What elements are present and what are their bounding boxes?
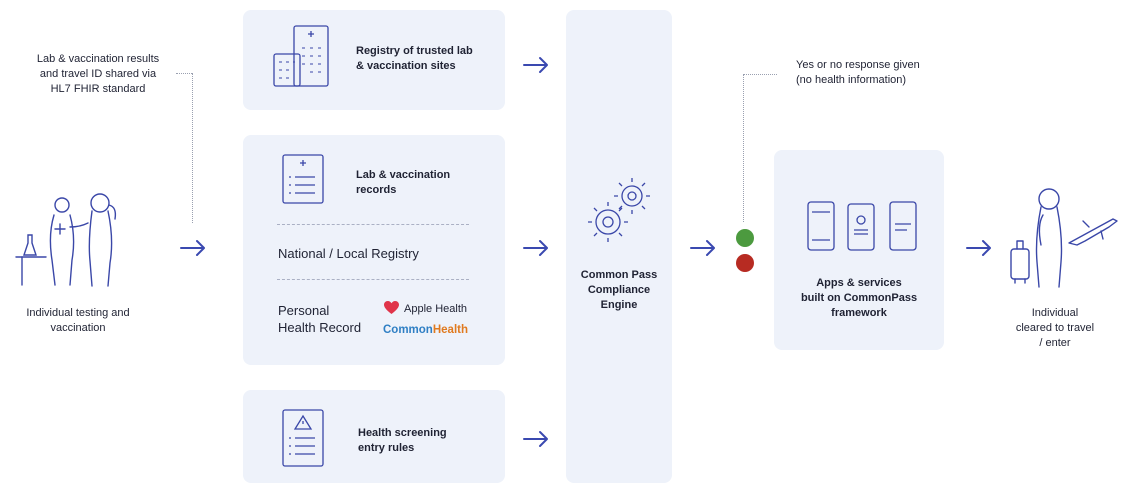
buildings-icon — [273, 25, 329, 87]
response-label: Yes or no response given (no health info… — [796, 59, 920, 86]
rules-box — [243, 390, 505, 483]
yes-indicator-green — [736, 229, 754, 247]
records-box — [243, 135, 505, 365]
arrow-engine-to-response — [690, 240, 715, 256]
national-local-registry: National / Local Registry — [278, 246, 419, 261]
left-caption: Individual testing and vaccination — [26, 307, 130, 334]
document-icon — [282, 154, 324, 204]
arrow-records-to-engine — [523, 240, 548, 256]
commonhealth-logo: CommonHealth — [383, 323, 483, 338]
records-label: Lab & vaccination records — [356, 169, 451, 196]
no-indicator-red — [736, 254, 754, 272]
registry-box — [243, 10, 505, 110]
registry-label: Registry of trusted lab & vaccination si… — [356, 45, 473, 72]
response-connector-v — [743, 74, 744, 222]
note-connector-v — [192, 73, 193, 223]
apple-health-label: Apple Health — [404, 303, 467, 315]
arrow-left-to-middle — [180, 240, 205, 256]
commonhealth-part1: Common — [383, 324, 433, 336]
gears-icon — [588, 178, 650, 242]
arrow-apps-to-traveler — [966, 240, 991, 256]
compliance-engine-column — [566, 10, 672, 483]
arrow-rules-to-engine — [523, 431, 548, 447]
records-divider-2 — [277, 279, 469, 280]
right-caption: Individual cleared to travel / enter — [1015, 307, 1095, 349]
engine-label: Common Pass Compliance Engine — [580, 269, 658, 311]
warning-document-icon — [282, 409, 324, 467]
rules-label: Health screening entry rules — [358, 427, 447, 454]
records-divider-1 — [277, 224, 469, 225]
commonhealth-part2: Health — [432, 324, 468, 336]
lab-testing-illustration — [15, 193, 117, 287]
heart-icon — [384, 301, 399, 314]
phr-label: Personal Health Record — [278, 303, 362, 335]
shared-note: Lab & vaccination results and travel ID … — [36, 53, 160, 95]
phones-icon — [807, 201, 917, 251]
apps-label: Apps & services built on CommonPass fram… — [800, 277, 918, 319]
traveler-illustration — [1010, 188, 1118, 288]
arrow-registry-to-engine — [523, 57, 548, 73]
response-connector-h — [743, 74, 777, 75]
note-connector-h — [176, 73, 192, 74]
